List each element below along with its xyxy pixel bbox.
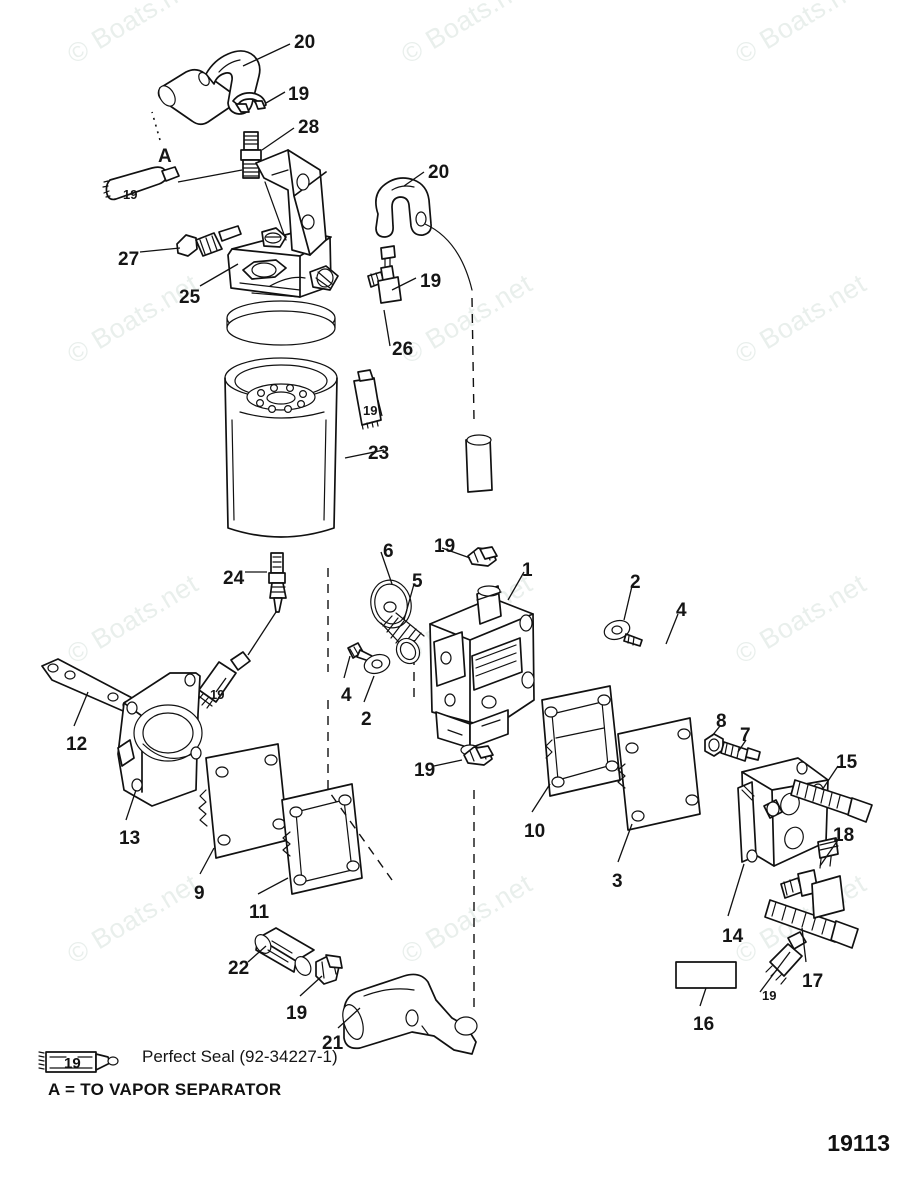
part-elbow-fitting-26 [367,245,402,304]
part-oil-filter-23 [224,357,338,538]
part-washer-2-left [363,653,391,675]
callout-11-c11: 11 [249,902,270,923]
callout-2-c2a: 2 [630,572,641,593]
leader-24-to-sealant [247,611,277,656]
part-clip-19-upper [232,92,267,113]
callout-15-c15: 15 [836,752,858,773]
part-sealant-tube-19-sensor [192,651,251,709]
part-stud-7 [720,741,761,762]
callout-21-c21: 21 [322,1033,344,1054]
part-clip-19-pump-top [467,546,498,567]
callout-19-c19e: 19 [210,687,225,702]
callout-19-c19b: 19 [123,187,138,202]
callout-20-c20a: 20 [294,32,316,53]
part-bolt-17 [764,899,859,949]
part-filter-gasket-ring [226,300,336,346]
part-hose-20-upper [157,50,261,126]
callout-4-c4b: 4 [341,685,352,706]
part-link-arm-12 [41,658,137,715]
callout-9-c9: 9 [194,883,205,904]
callout-5-c5: 5 [412,571,423,592]
callout-7-c7: 7 [740,725,751,746]
callout-23-c23: 23 [368,443,390,464]
callout-6-c6: 6 [383,541,394,562]
part-clip-19-bottom [315,954,343,985]
callout-20-c20b: 20 [428,162,450,183]
part-plate-16 [675,961,737,989]
callout-3-c3: 3 [612,871,623,892]
part-sealant-tube-19-filter [353,369,382,430]
callout-10-c10: 10 [524,821,546,842]
callout-16-c16: 16 [693,1014,715,1035]
callout-19-c19a: 19 [288,84,310,105]
callout-22-c22: 22 [228,958,250,979]
part-diaphragm-plate-3 [617,717,701,831]
callout-19-c19g: 19 [414,760,436,781]
part-elbow-fitting-18 [780,837,845,919]
callout-19-c19c: 19 [420,271,442,292]
part-spring-5 [380,612,425,665]
callout-28-c28: 28 [298,117,320,138]
legend-sealant-row: Perfect Seal (92-34227-1) [40,1044,338,1070]
callout-8-c8: 8 [716,711,727,732]
part-sensor-24 [268,552,287,613]
part-screw-4-right [623,633,643,647]
part-pump-body-13 [117,672,203,807]
hose-leader-line [424,223,473,291]
part-gasket-10 [541,685,621,797]
callout-19-c19d: 19 [363,403,378,418]
callout-26-c26: 26 [392,339,414,360]
legend-sealant-text: Perfect Seal (92-34227-1) [142,1047,338,1066]
callout-19-c19i: 19 [286,1003,308,1024]
alignment-dash-left-lower [327,700,393,881]
callout-2-c2b: 2 [361,709,372,730]
part-gasket-11 [281,783,363,895]
part-bolt-15 [790,779,873,823]
part-diaphragm-6 [370,579,412,629]
legend-sealant-item-number: 19 [64,1055,81,1072]
callout-12-c12: 12 [66,734,88,755]
callout-A-cA: A [158,146,172,167]
callout-17-c17: 17 [802,971,824,992]
part-hose-20-right [375,177,432,238]
callout-14-c14: 14 [722,926,744,947]
callout-19-c19f: 19 [434,536,456,557]
part-bolt-27 [176,225,242,257]
legend-sealant-icon [38,1051,119,1073]
part-sealant-tube-19-upper [102,166,180,201]
part-bracket-14 [737,757,829,867]
figure-number: 19113 [827,1130,890,1156]
part-filter-mount-25 [227,149,339,298]
part-clip-19-pump-bottom [463,745,494,766]
callout-18-c18: 18 [833,825,855,846]
part-pipe-stub [465,434,493,493]
callout-1-c1: 1 [522,560,533,581]
part-connector-22 [254,927,315,976]
alignment-dash-upper [471,297,475,421]
part-hose-21 [342,973,478,1055]
legend-reference-note: A = TO VAPOR SEPARATOR [48,1080,282,1099]
part-washer-2-right [603,619,631,641]
callout-13-c13: 13 [119,828,141,849]
leader-lines [73,43,839,1029]
callout-24-c24: 24 [223,568,245,589]
part-fuel-pump-body-1 [429,585,535,756]
callout-27-c27: 27 [118,249,140,270]
callout-4-c4a: 4 [676,600,687,621]
callout-19-c19h: 19 [762,988,777,1003]
leader-A-dotted [151,111,161,141]
part-fitting-28 [240,131,262,179]
part-gasket-9 [198,743,289,859]
callout-25-c25: 25 [179,287,201,308]
